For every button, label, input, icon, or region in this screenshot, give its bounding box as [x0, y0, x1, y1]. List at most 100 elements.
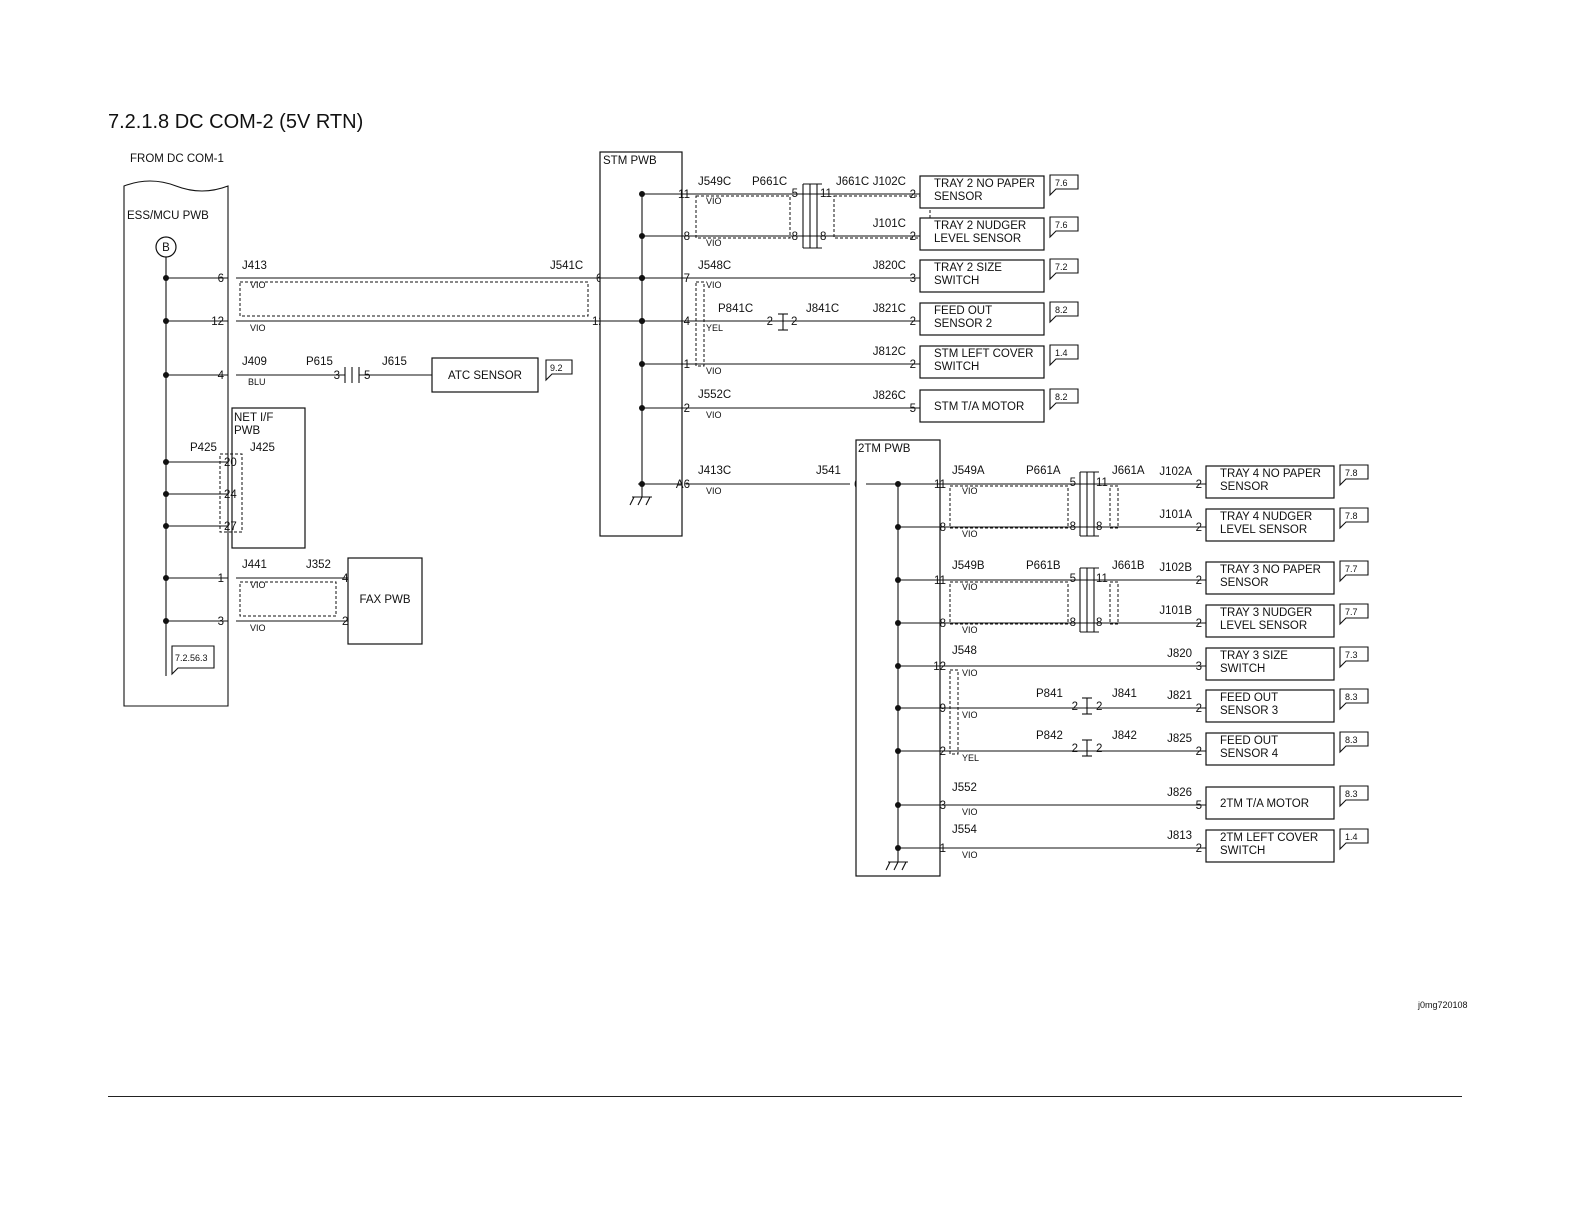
ref-tag	[1339, 688, 1369, 711]
row-pin: 3	[940, 800, 946, 812]
conn-j425: J425	[250, 442, 275, 454]
device-label: SWITCH	[934, 275, 979, 287]
stm-board-outline	[599, 151, 683, 537]
pin-p661b-a: 5	[1070, 573, 1076, 585]
row-connector-pin: 2	[1196, 746, 1202, 758]
stm-j549c-dashed	[695, 195, 791, 239]
row-connector-pin: 2	[1196, 522, 1202, 534]
ref-tag	[1339, 646, 1369, 669]
conn-j615: J615	[382, 356, 407, 368]
row-connector: J101C	[873, 218, 906, 230]
device-label: SWITCH	[1220, 845, 1265, 857]
wire-vio: VIO	[250, 323, 266, 333]
conn-j549b: J549B	[952, 560, 985, 572]
ref-tag	[1339, 507, 1369, 530]
device-box	[919, 217, 1045, 251]
conn-j842: J842	[1112, 730, 1137, 742]
device-label: SENSOR 4	[1220, 748, 1279, 760]
row-connector-pin: 2	[1196, 479, 1202, 491]
page-title: 7.2.1.8 DC COM-2 (5V RTN)	[108, 111, 363, 133]
row-connector-pin: 2	[910, 189, 916, 201]
row-pin: 11	[934, 575, 946, 587]
atc-ref-text: 9.2	[550, 363, 563, 373]
device-label: TRAY 2 NO PAPER	[934, 178, 1035, 190]
device-label: 2TM T/A MOTOR	[1220, 798, 1309, 810]
conn-j661a: J661A	[1112, 465, 1145, 477]
conn-j549c: J549C	[698, 176, 731, 188]
row-connector-pin: 3	[1196, 661, 1202, 673]
pin-j413-b: 12	[211, 316, 224, 328]
conn-p842: P842	[1036, 730, 1063, 742]
stm-j548c-dashed	[695, 281, 705, 367]
pin-j841c: 2	[791, 316, 797, 328]
row-connector: J102B	[1159, 562, 1192, 574]
device-label: SWITCH	[1220, 663, 1265, 675]
device-label: STM LEFT COVER	[934, 348, 1033, 360]
conn-p841c: P841C	[718, 303, 753, 315]
wire-vio: VIO	[250, 623, 266, 633]
device-box	[919, 302, 1045, 336]
wire-color: VIO	[706, 366, 722, 376]
conn-j441: J441	[242, 559, 267, 571]
wire-vio: VIO	[706, 486, 722, 496]
device-box	[1205, 647, 1335, 681]
conn-j548c: J548C	[698, 260, 731, 272]
conn-j352: J352	[306, 559, 331, 571]
pin-j413-a: 6	[218, 273, 224, 285]
row-pin: 12	[933, 661, 946, 673]
wire-blu: BLU	[248, 377, 266, 387]
atc-ref-tag	[545, 359, 573, 382]
device-label: LEVEL SENSOR	[934, 233, 1021, 245]
tm2-ground-icon	[885, 861, 908, 871]
conn-p615: P615	[306, 356, 333, 368]
ref-text: 8.2	[1055, 305, 1068, 315]
conn-j413c: J413C	[698, 465, 731, 477]
row-pin: 2	[684, 403, 690, 415]
pin-j352-b: 2	[342, 616, 348, 628]
ref-text: 7.6	[1055, 220, 1068, 230]
wire-color: VIO	[706, 410, 722, 420]
wire-color: VIO	[962, 582, 978, 592]
row-pin: 4	[684, 316, 691, 328]
conn-j409: J409	[242, 356, 267, 368]
tm2-board-label: 2TM PWB	[858, 443, 911, 455]
wire-color: VIO	[962, 625, 978, 635]
row-pin: 2	[940, 746, 946, 758]
row-connector: J102C	[873, 176, 906, 188]
device-label: TRAY 2 SIZE	[934, 262, 1002, 274]
ess-board-label: ESS/MCU PWB	[127, 210, 209, 222]
device-label: SWITCH	[934, 361, 979, 373]
pin-p661c-b: 8	[792, 231, 798, 243]
row-connector-pin: 2	[910, 359, 916, 371]
device-label: 2TM LEFT COVER	[1220, 832, 1318, 844]
tm2-j661a-dashed	[1109, 485, 1119, 529]
device-box	[1205, 786, 1335, 820]
j441-harness	[163, 575, 348, 624]
conn-j841: J841	[1112, 688, 1137, 700]
atc-sensor-label: ATC SENSOR	[448, 370, 522, 382]
wire-color: VIO	[962, 807, 978, 817]
conn-p661c: P661C	[752, 176, 787, 188]
tm2-p841-relay-icon	[1082, 697, 1092, 715]
device-label: SENSOR	[934, 191, 983, 203]
stm-board-label: STM PWB	[603, 155, 657, 167]
row-pin: 11	[678, 189, 690, 201]
row-pin: 9	[940, 703, 946, 715]
pin-j615: 5	[364, 370, 370, 382]
row-connector-pin: 3	[910, 273, 916, 285]
stm-ground-icon	[629, 496, 652, 506]
footer-rule	[108, 1096, 1462, 1097]
conn-j541c: J541C	[550, 260, 583, 272]
pin-p661a-a: 5	[1070, 477, 1076, 489]
tm2-j548-dashed	[949, 669, 959, 755]
wire-color: VIO	[962, 529, 978, 539]
device-label: FEED OUT	[934, 305, 992, 317]
